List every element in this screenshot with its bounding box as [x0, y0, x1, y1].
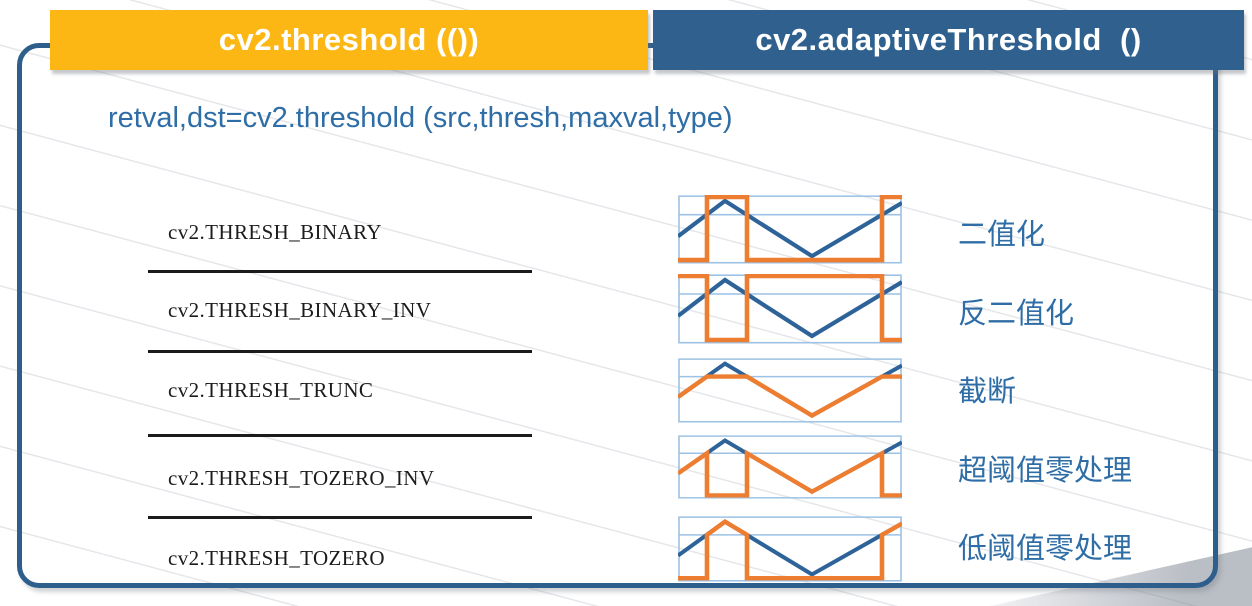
tab-adaptive-threshold-label: cv2.adaptiveThreshold () [755, 22, 1142, 57]
threshold-diagram-binary-inv [678, 274, 902, 344]
row-separator [148, 270, 532, 273]
row-separator [148, 434, 532, 437]
function-signature: retval,dst=cv2.threshold (src,thresh,max… [108, 102, 733, 134]
signal-line [678, 438, 902, 494]
result-line [678, 195, 902, 263]
result-line [678, 274, 902, 343]
threshold-type-name: cv2.THRESH_BINARY_INV [168, 298, 432, 322]
diagram-frame [678, 195, 902, 264]
signal-line [678, 198, 902, 259]
threshold-type-name: cv2.THRESH_TOZERO_INV [168, 466, 435, 490]
threshold-type-name: cv2.THRESH_BINARY [168, 220, 382, 244]
threshold-type-label-cn: 反二值化 [958, 298, 1075, 330]
threshold-diagram-tozero [678, 516, 902, 582]
threshold-diagram-trunc [678, 358, 902, 423]
signal-line [678, 277, 902, 339]
signal-line [678, 361, 902, 418]
tab-threshold-label: cv2.threshold (()) [218, 22, 480, 57]
result-line [678, 449, 902, 498]
threshold-type-label-cn: 低阈值零处理 [958, 533, 1133, 565]
threshold-type-name: cv2.THRESH_TOZERO [168, 546, 385, 570]
threshold-type-label-cn: 二值化 [958, 219, 1046, 251]
threshold-type-name: cv2.THRESH_TRUNC [168, 378, 374, 402]
result-line [678, 519, 902, 581]
result-line [678, 374, 902, 419]
diagram-frame [678, 516, 902, 582]
signal-line [678, 519, 902, 577]
row-separator [148, 350, 532, 353]
threshold-type-label-cn: 截断 [958, 376, 1017, 408]
diagram-frame [678, 435, 902, 499]
row-separator [148, 516, 532, 519]
diagram-frame [678, 274, 902, 344]
tab-threshold[interactable]: cv2.threshold (()) [50, 10, 648, 70]
tab-adaptive-threshold[interactable]: cv2.adaptiveThreshold () [653, 10, 1244, 70]
threshold-diagram-binary [678, 195, 902, 264]
threshold-diagram-tozero-inv [678, 435, 902, 499]
threshold-type-label-cn: 超阈值零处理 [958, 455, 1133, 487]
diagram-frame [678, 358, 902, 423]
